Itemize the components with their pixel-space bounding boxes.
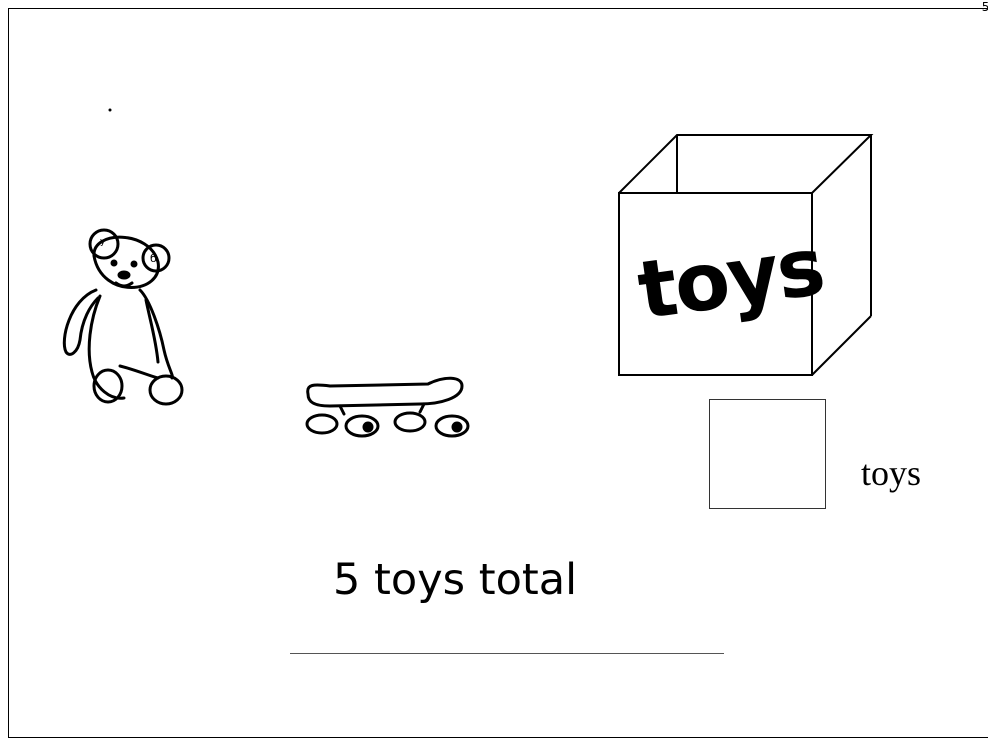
svg-text:б: б <box>150 252 157 265</box>
teddy-bear-icon: y б <box>64 110 182 404</box>
answer-box[interactable] <box>709 399 826 509</box>
skateboard-icon <box>307 378 468 436</box>
answer-unit-label: toys <box>861 452 921 494</box>
svg-text:y: y <box>100 237 106 247</box>
total-text: 5 toys total <box>333 555 577 605</box>
answer-line[interactable] <box>290 653 724 654</box>
